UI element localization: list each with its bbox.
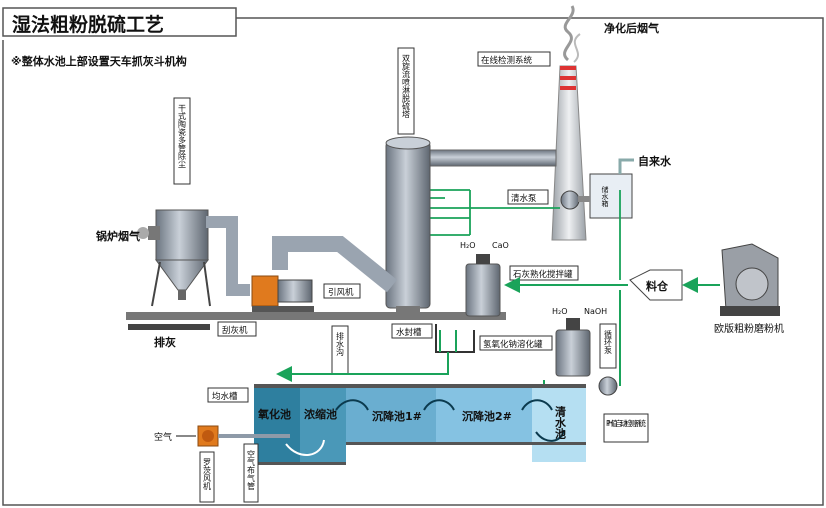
svg-text:刮灰机: 刮灰机 bbox=[222, 325, 248, 336]
desulfurization-tower bbox=[385, 136, 431, 314]
fan-icon bbox=[251, 275, 314, 312]
circ-pump-tag: 循环泵 bbox=[599, 323, 617, 369]
svg-text:排水沟: 排水沟 bbox=[336, 331, 345, 357]
concentration-label: 浓缩池 bbox=[304, 407, 337, 421]
clear-pool-label: 清水池 bbox=[554, 405, 567, 440]
ground-slab bbox=[126, 312, 506, 320]
boiler-gas-label: 锅炉烟气 bbox=[96, 229, 140, 243]
svg-text:双旋流喷淋脱硫塔: 双旋流喷淋脱硫塔 bbox=[402, 54, 411, 119]
outlet-duct bbox=[427, 149, 557, 167]
svg-text:氢氧化钠溶化罐: 氢氧化钠溶化罐 bbox=[483, 339, 543, 350]
treatment-pool bbox=[254, 384, 586, 465]
lime-tank-tag: 石灰熟化搅拌罐 bbox=[509, 265, 579, 281]
h2o-label-2: H₂O bbox=[552, 307, 568, 316]
svg-text:在线检测系统: 在线检测系统 bbox=[481, 55, 533, 66]
circulation-pump-icon bbox=[598, 376, 618, 396]
even-trough-tag: 均水槽 bbox=[207, 387, 249, 403]
naoh-label: NaOH bbox=[584, 307, 607, 316]
svg-text:均水槽: 均水槽 bbox=[212, 391, 238, 402]
tower-tag: 双旋流喷淋脱硫塔 bbox=[397, 47, 415, 135]
oxidation-label: 氧化池 bbox=[257, 407, 291, 421]
svg-text:罗茨风机: 罗茨风机 bbox=[203, 458, 212, 491]
water-seal-tag: 水封槽 bbox=[391, 323, 433, 339]
boiler-inlet bbox=[137, 226, 160, 240]
naoh-tank bbox=[555, 318, 591, 377]
dust-collector-tag: 干式陶瓷多管除尘 bbox=[173, 97, 191, 185]
air-pipe-tag: 空气布气管 bbox=[243, 443, 259, 503]
scraper-tag: 刮灰机 bbox=[217, 321, 257, 337]
h2o-label-1: H₂O bbox=[460, 241, 476, 250]
fan-tag: 引风机 bbox=[323, 283, 361, 299]
svg-text:循环泵: 循环泵 bbox=[604, 329, 613, 354]
svg-text:水封槽: 水封槽 bbox=[396, 327, 422, 338]
svg-text:储水箱: 储水箱 bbox=[601, 185, 609, 208]
silo: 料仓 bbox=[629, 269, 683, 301]
online-monitor-tag: 在线检测系统 bbox=[477, 51, 551, 67]
ph-system-tag: PH值自动检测系统 bbox=[603, 413, 649, 443]
scraper-belt bbox=[128, 324, 210, 330]
collector-duct bbox=[206, 216, 250, 296]
subtitle: ※整体水池上部设置天车抓灰斗机构 bbox=[11, 54, 187, 68]
fan-duct bbox=[272, 236, 398, 293]
cao-label: CaO bbox=[492, 241, 509, 250]
overflow-line bbox=[280, 330, 457, 374]
svg-text:石灰熟化搅拌罐: 石灰熟化搅拌罐 bbox=[513, 269, 573, 280]
water-tank: 储水箱 bbox=[589, 173, 633, 219]
roots-blower-tag: 罗茨风机 bbox=[199, 451, 215, 503]
settle2-label: 沉降池2# bbox=[462, 409, 512, 423]
frame bbox=[2, 7, 824, 506]
tap-water-label: 自来水 bbox=[638, 154, 672, 168]
lime-tank bbox=[465, 254, 501, 317]
svg-text:引风机: 引风机 bbox=[328, 287, 354, 298]
settle1-label: 沉降池1# bbox=[372, 409, 422, 423]
mill-icon bbox=[720, 243, 780, 316]
water-pump-tag: 清水泵 bbox=[507, 189, 549, 205]
svg-text:空气布气管: 空气布气管 bbox=[247, 449, 256, 491]
naoh-tank-tag: 氢氧化钠溶化罐 bbox=[479, 335, 553, 351]
ash-label: 排灰 bbox=[154, 335, 176, 349]
svg-text:清水泵: 清水泵 bbox=[511, 193, 537, 204]
dust-collector bbox=[151, 209, 211, 307]
air-label: 空气 bbox=[154, 431, 172, 443]
page-title: 湿法粗粉脱硫工艺 bbox=[12, 13, 164, 36]
roots-blower-icon bbox=[197, 425, 219, 447]
water-pump-icon bbox=[560, 190, 590, 210]
svg-text:干式陶瓷多管除尘: 干式陶瓷多管除尘 bbox=[178, 104, 187, 168]
svg-text:PH值自动检测系统: PH值自动检测系统 bbox=[606, 418, 647, 428]
drain-ditch-tag: 排水沟 bbox=[331, 325, 349, 375]
svg-text:料仓: 料仓 bbox=[646, 279, 669, 293]
mill-label: 欧版粗粉磨粉机 bbox=[714, 322, 784, 335]
clean-gas-label: 净化后烟气 bbox=[604, 21, 659, 35]
